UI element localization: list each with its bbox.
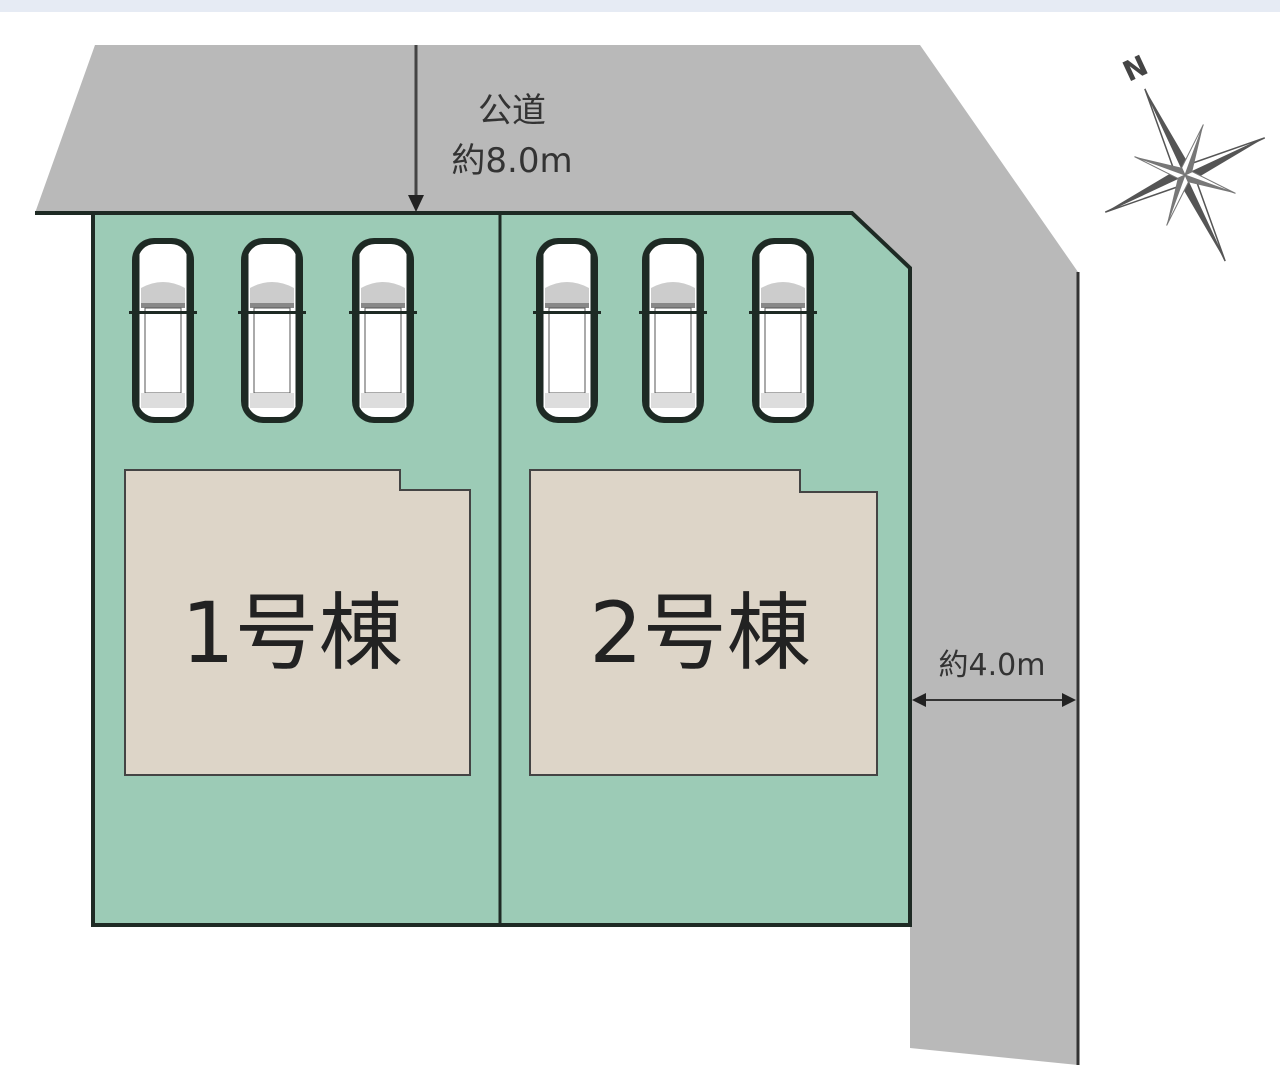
car-icon (347, 236, 419, 425)
compass-north-label: N (1118, 49, 1153, 89)
car-icon (236, 236, 308, 425)
car-icon (637, 236, 709, 425)
building-1 (124, 469, 471, 776)
public-road (35, 45, 1078, 1065)
compass-icon: N (1104, 49, 1266, 262)
road-name-label: 公道 (478, 91, 546, 131)
top-band (0, 0, 1280, 12)
road-width-label: 約8.0m (451, 141, 572, 181)
building-2-label: 2号棟 (589, 584, 810, 682)
building-2 (529, 469, 878, 776)
side-road-width-arrow (912, 693, 1076, 707)
car-icon (127, 236, 199, 425)
car-icon (747, 236, 819, 425)
side-road-width-label: 約4.0m (939, 648, 1046, 683)
building-1-label: 1号棟 (181, 584, 402, 682)
car-icon (531, 236, 603, 425)
road-width-arrow (408, 45, 424, 212)
